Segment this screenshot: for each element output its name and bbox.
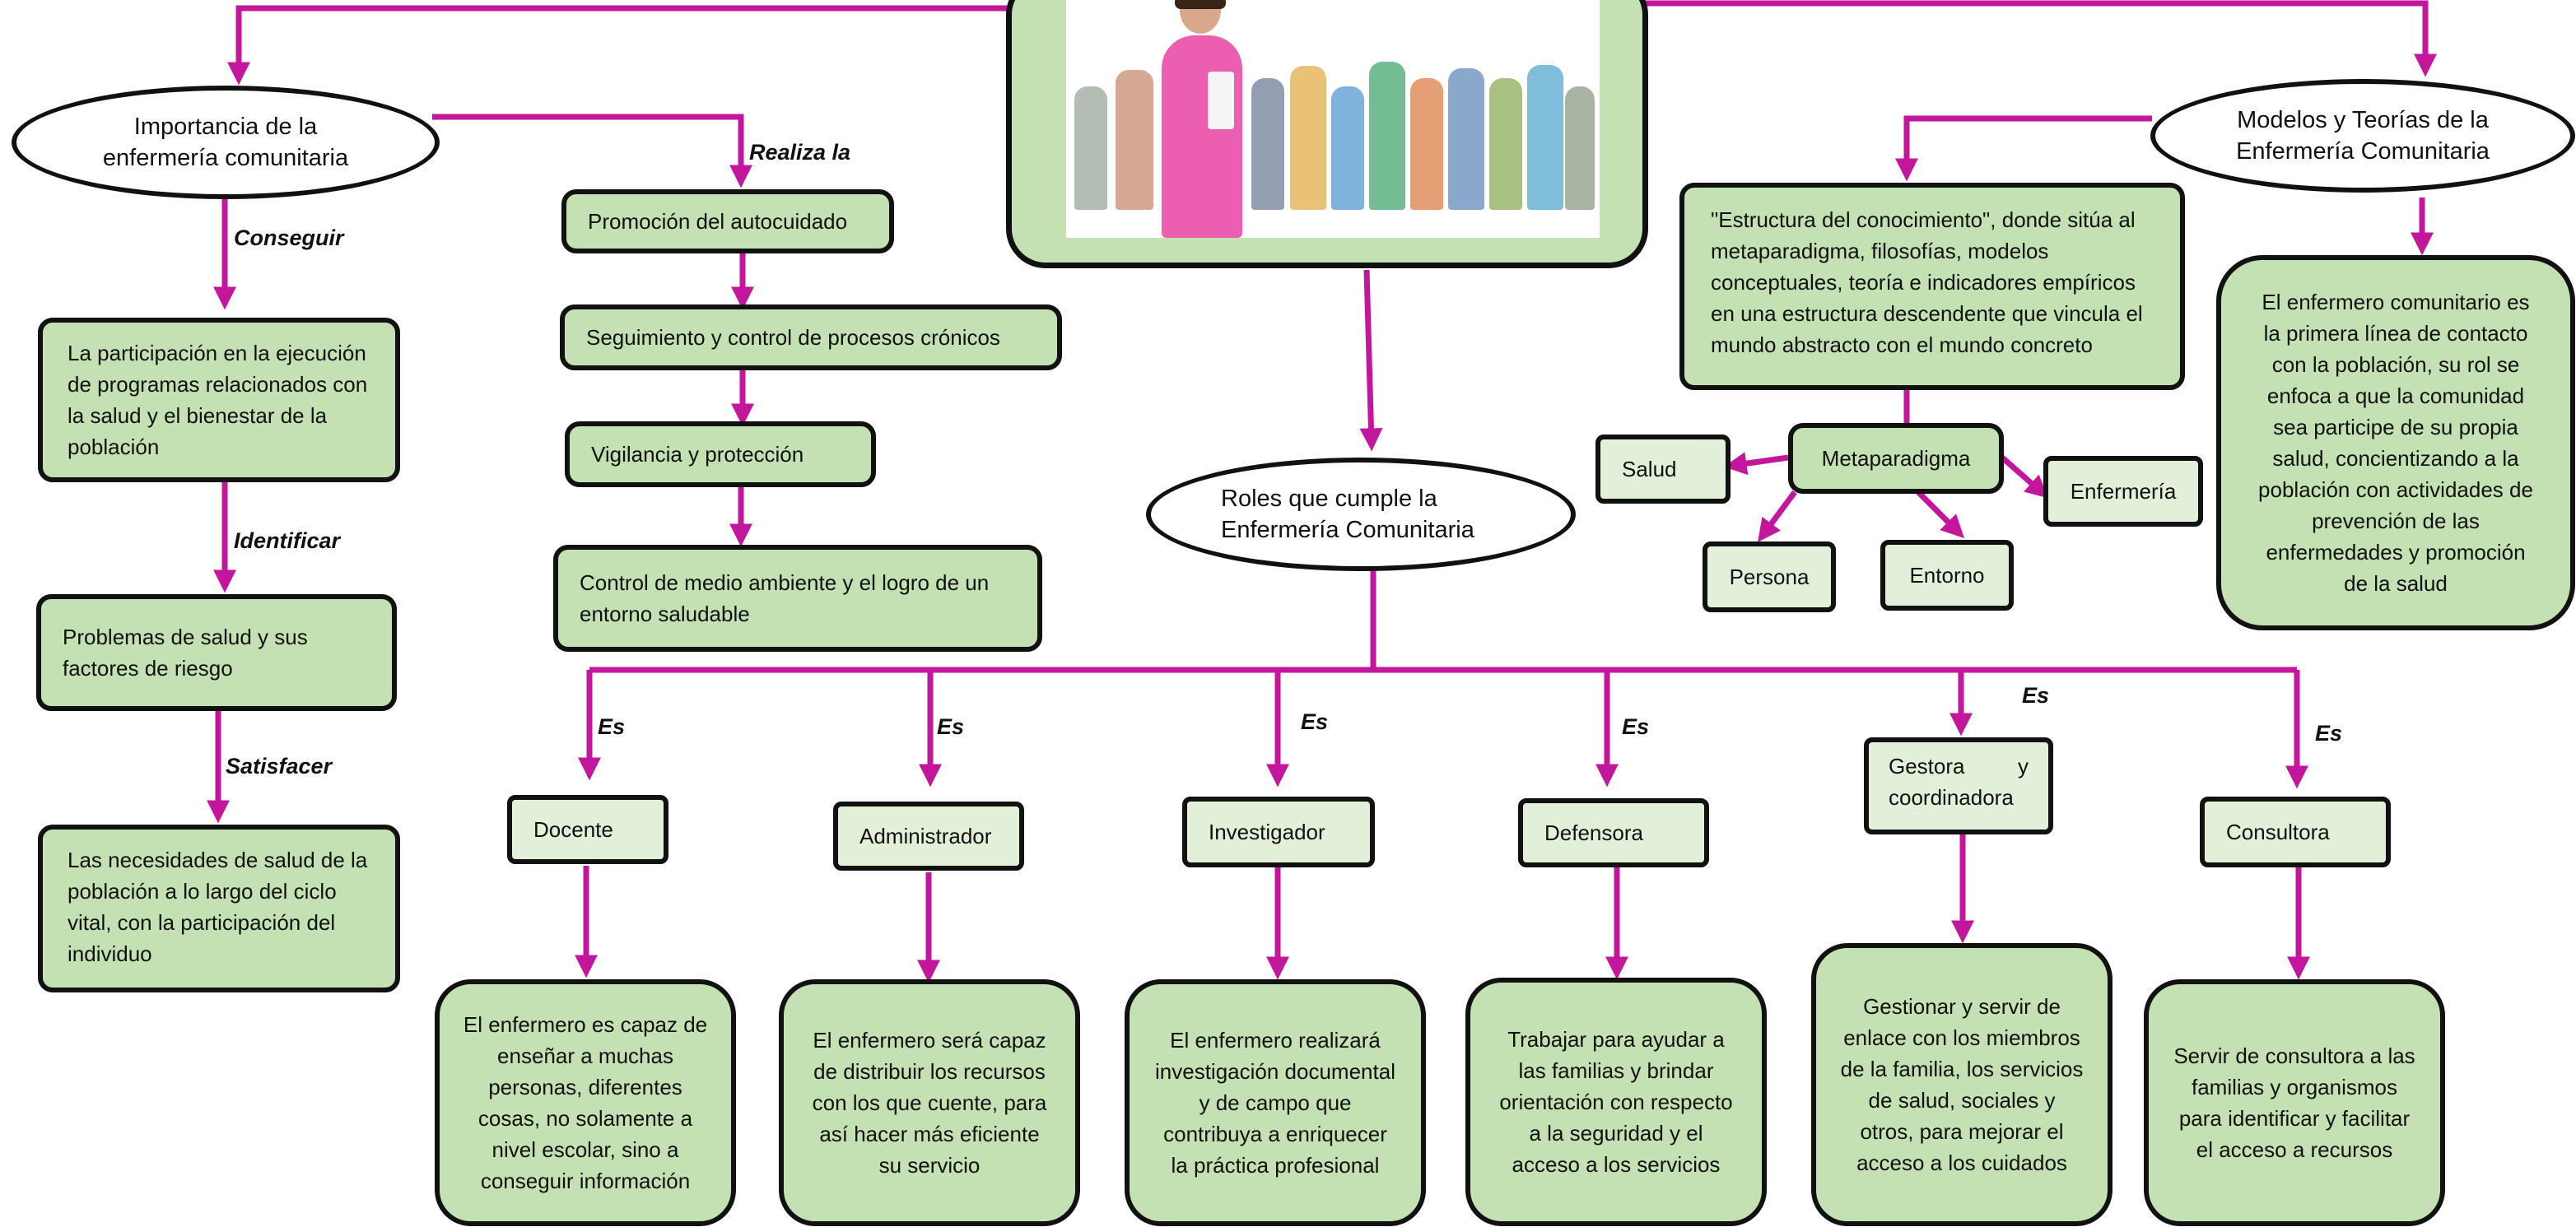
nurse-crowd-image bbox=[1066, 0, 1600, 238]
enfermero-comunitario-text: El enfermero comunitario es la primera l… bbox=[2258, 290, 2533, 596]
role-investigador: Investigador bbox=[1182, 797, 1375, 867]
role-defensora-label: Defensora bbox=[1544, 820, 1643, 845]
desc-docente-text: El enfermero es capaz de enseñar a mucha… bbox=[463, 1012, 708, 1193]
role-gestora-label: Gestora y coordinadora bbox=[1889, 754, 2029, 810]
arrow-photo-to-importance bbox=[227, 5, 1013, 86]
role-investigador-label: Investigador bbox=[1209, 820, 1325, 844]
arrow-models-to-estructura bbox=[1895, 115, 2152, 182]
promocion-text: Promoción del autocuidado bbox=[588, 209, 848, 234]
importance-title: Importancia de la enfermería comunitaria bbox=[102, 114, 349, 171]
estructura-text: "Estructura del conocimiento", donde sit… bbox=[1711, 207, 2143, 357]
problemas-text: Problemas de salud y sus factores de rie… bbox=[63, 625, 308, 681]
es-label-consultora: Es bbox=[2315, 721, 2343, 746]
importance-ellipse: Importancia de la enfermería comunitaria bbox=[12, 86, 440, 199]
salud-text: Salud bbox=[1622, 457, 1677, 481]
role-administrador-label: Administrador bbox=[859, 824, 992, 848]
role-administrador: Administrador bbox=[833, 802, 1024, 871]
box-metaparadigma: Metaparadigma bbox=[1788, 423, 2004, 494]
arrow-photo-to-models bbox=[1638, 0, 2437, 77]
es-label-gestora: Es bbox=[2022, 683, 2050, 708]
metaparadigma-text: Metaparadigma bbox=[1821, 446, 1971, 471]
box-enfermeria: Enfermería bbox=[2043, 456, 2203, 527]
es-label-defensora: Es bbox=[1622, 714, 1650, 739]
box-necesidades: Las necesidades de salud de la población… bbox=[38, 825, 400, 992]
desc-administrador-text: El enfermero será capaz de distribuir lo… bbox=[812, 1028, 1047, 1178]
box-entorno: Entorno bbox=[1880, 540, 2014, 611]
models-title: Modelos y Teorías de la Enfermería Comun… bbox=[2236, 107, 2490, 165]
desc-consultora: Servir de consultora a las familias y or… bbox=[2144, 979, 2445, 1226]
es-label-investigador: Es bbox=[1301, 709, 1329, 734]
persona-text: Persona bbox=[1729, 565, 1810, 589]
desc-defensora: Trabajar para ayudar a las familias y br… bbox=[1465, 978, 1767, 1226]
arrow-photo-to-roles bbox=[1359, 269, 1383, 452]
es-label-administrador: Es bbox=[937, 714, 965, 739]
arrow-meta-to-enfermeria bbox=[2000, 455, 2049, 499]
box-problemas: Problemas de salud y sus factores de rie… bbox=[36, 594, 397, 711]
arrow-meta-to-entorno bbox=[1916, 490, 1964, 538]
center-photo bbox=[1006, 0, 1648, 268]
label-realiza: Realiza la bbox=[749, 140, 851, 165]
box-control-medio: Control de medio ambiente y el logro de … bbox=[553, 545, 1042, 652]
box-persona: Persona bbox=[1703, 541, 1836, 612]
seguimiento-text: Seguimiento y control de procesos crónic… bbox=[586, 325, 1000, 350]
box-vigilancia: Vigilancia y protección bbox=[565, 421, 876, 487]
models-ellipse: Modelos y Teorías de la Enfermería Comun… bbox=[2150, 79, 2575, 193]
arrow-meta-to-salud bbox=[1723, 452, 1789, 476]
role-consultora: Consultora bbox=[2200, 797, 2391, 867]
es-label-docente: Es bbox=[598, 714, 626, 739]
entorno-text: Entorno bbox=[1909, 563, 1985, 588]
role-docente: Docente bbox=[507, 795, 668, 864]
desc-docente: El enfermero es capaz de enseñar a mucha… bbox=[435, 979, 736, 1226]
arrow-meta-to-persona bbox=[1758, 490, 1797, 542]
label-identificar: Identificar bbox=[234, 528, 341, 553]
arrow-importance-to-realiza bbox=[432, 114, 752, 188]
box-salud: Salud bbox=[1595, 435, 1731, 504]
desc-gestora: Gestionar y servir de enlace con los mie… bbox=[1811, 943, 2113, 1226]
role-consultora-label: Consultora bbox=[2226, 820, 2330, 844]
desc-gestora-text: Gestionar y servir de enlace con los mie… bbox=[1840, 994, 2084, 1175]
desc-defensora-text: Trabajar para ayudar a las familias y br… bbox=[1499, 1027, 1733, 1177]
box-promocion: Promoción del autocuidado bbox=[561, 189, 894, 253]
box-estructura: "Estructura del conocimiento", donde sit… bbox=[1679, 183, 2185, 390]
roles-title: Roles que cumple la Enfermería Comunitar… bbox=[1221, 486, 1474, 543]
desc-investigador-text: El enfermero realizará investigación doc… bbox=[1155, 1028, 1395, 1178]
necesidades-text: Las necesidades de salud de la población… bbox=[68, 848, 368, 966]
box-seguimiento: Seguimiento y control de procesos crónic… bbox=[560, 304, 1062, 370]
participacion-text: La participación en la ejecución de prog… bbox=[68, 341, 368, 459]
role-docente-label: Docente bbox=[533, 817, 613, 842]
role-gestora: Gestora y coordinadora bbox=[1864, 737, 2053, 834]
desc-investigador: El enfermero realizará investigación doc… bbox=[1125, 979, 1426, 1226]
desc-consultora-text: Servir de consultora a las familias y or… bbox=[2173, 1043, 2415, 1162]
nurse-figure bbox=[1157, 0, 1247, 238]
box-enfermero-comunitario: El enfermero comunitario es la primera l… bbox=[2216, 255, 2575, 630]
desc-administrador: El enfermero será capaz de distribuir lo… bbox=[779, 979, 1080, 1226]
vigilancia-text: Vigilancia y protección bbox=[591, 442, 804, 467]
label-conseguir: Conseguir bbox=[234, 225, 344, 250]
roles-ellipse: Roles que cumple la Enfermería Comunitar… bbox=[1146, 458, 1576, 571]
enfermeria-text: Enfermería bbox=[2070, 479, 2177, 504]
control-medio-text: Control de medio ambiente y el logro de … bbox=[580, 570, 990, 626]
box-participacion: La participación en la ejecución de prog… bbox=[38, 318, 400, 482]
label-satisfacer: Satisfacer bbox=[226, 754, 333, 778]
role-defensora: Defensora bbox=[1518, 798, 1709, 867]
